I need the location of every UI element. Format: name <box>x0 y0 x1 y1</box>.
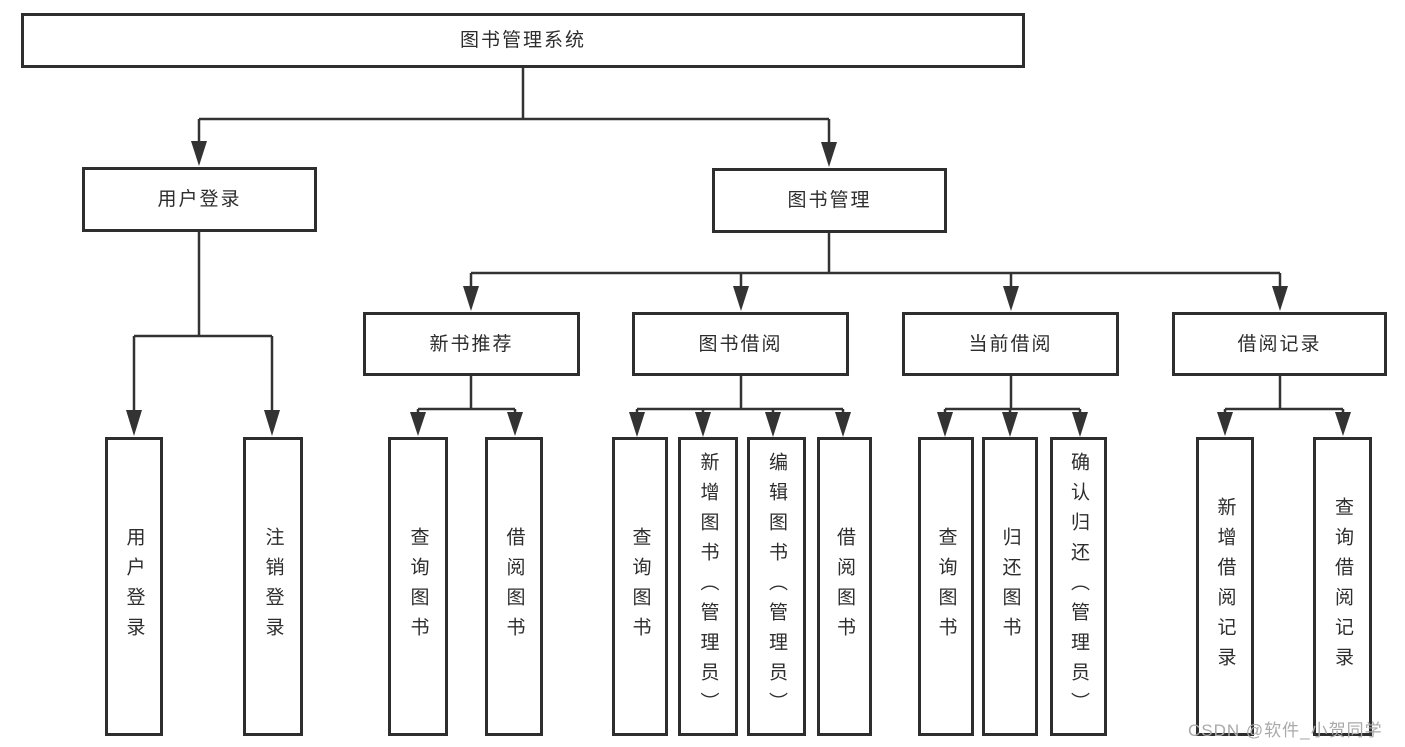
node-new-book-recommend: 新书推荐 <box>363 312 580 376</box>
node-borrow-record: 借阅记录 <box>1172 312 1387 376</box>
leaf-borrow-query-book: 查询图书 <box>612 437 668 736</box>
leaf-current-return-book: 归还图书 <box>982 437 1038 736</box>
leaf-logout: 注销登录 <box>243 437 303 736</box>
node-book-management: 图书管理 <box>712 168 947 233</box>
node-book-borrow: 图书借阅 <box>632 312 849 376</box>
arrowhead-down-icons <box>126 141 1351 437</box>
leaf-borrow-add-book-admin: 新增图书（管理员） <box>678 437 738 736</box>
leaf-borrow-edit-book-admin: 编辑图书（管理员） <box>747 437 806 736</box>
leaf-current-query-book: 查询图书 <box>918 437 974 736</box>
leaf-recommend-borrow-book: 借阅图书 <box>485 437 543 736</box>
node-root-system: 图书管理系统 <box>21 13 1025 68</box>
node-current-borrow: 当前借阅 <box>902 312 1119 376</box>
leaf-record-add-borrow-record: 新增借阅记录 <box>1196 437 1254 736</box>
leaf-user-login: 用户登录 <box>105 437 163 736</box>
leaf-record-query-borrow-record: 查询借阅记录 <box>1313 437 1372 736</box>
leaf-recommend-query-book: 查询图书 <box>388 437 448 736</box>
node-user-login: 用户登录 <box>82 167 317 232</box>
leaf-borrow-borrow-book: 借阅图书 <box>817 437 872 736</box>
csdn-watermark: CSDN @软件_小贺同学 <box>1188 721 1383 740</box>
leaf-current-confirm-return-admin: 确认归还（管理员） <box>1050 437 1107 736</box>
